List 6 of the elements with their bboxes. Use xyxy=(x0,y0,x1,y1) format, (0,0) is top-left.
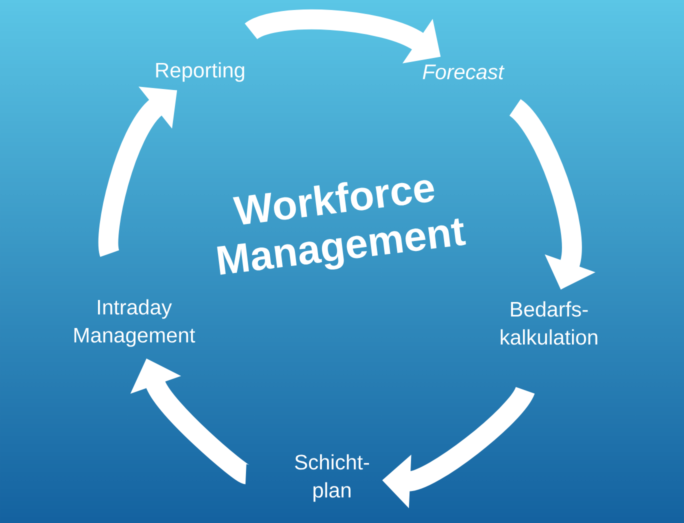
step-label: Forecast xyxy=(422,64,505,80)
step-label: Reporting xyxy=(156,62,244,82)
step-label: Bedarfs- kalkulation xyxy=(500,301,598,345)
step-label: Intraday Management xyxy=(74,299,196,347)
step-label: Schicht- plan xyxy=(295,454,369,502)
title: Workforce Management xyxy=(217,180,466,275)
